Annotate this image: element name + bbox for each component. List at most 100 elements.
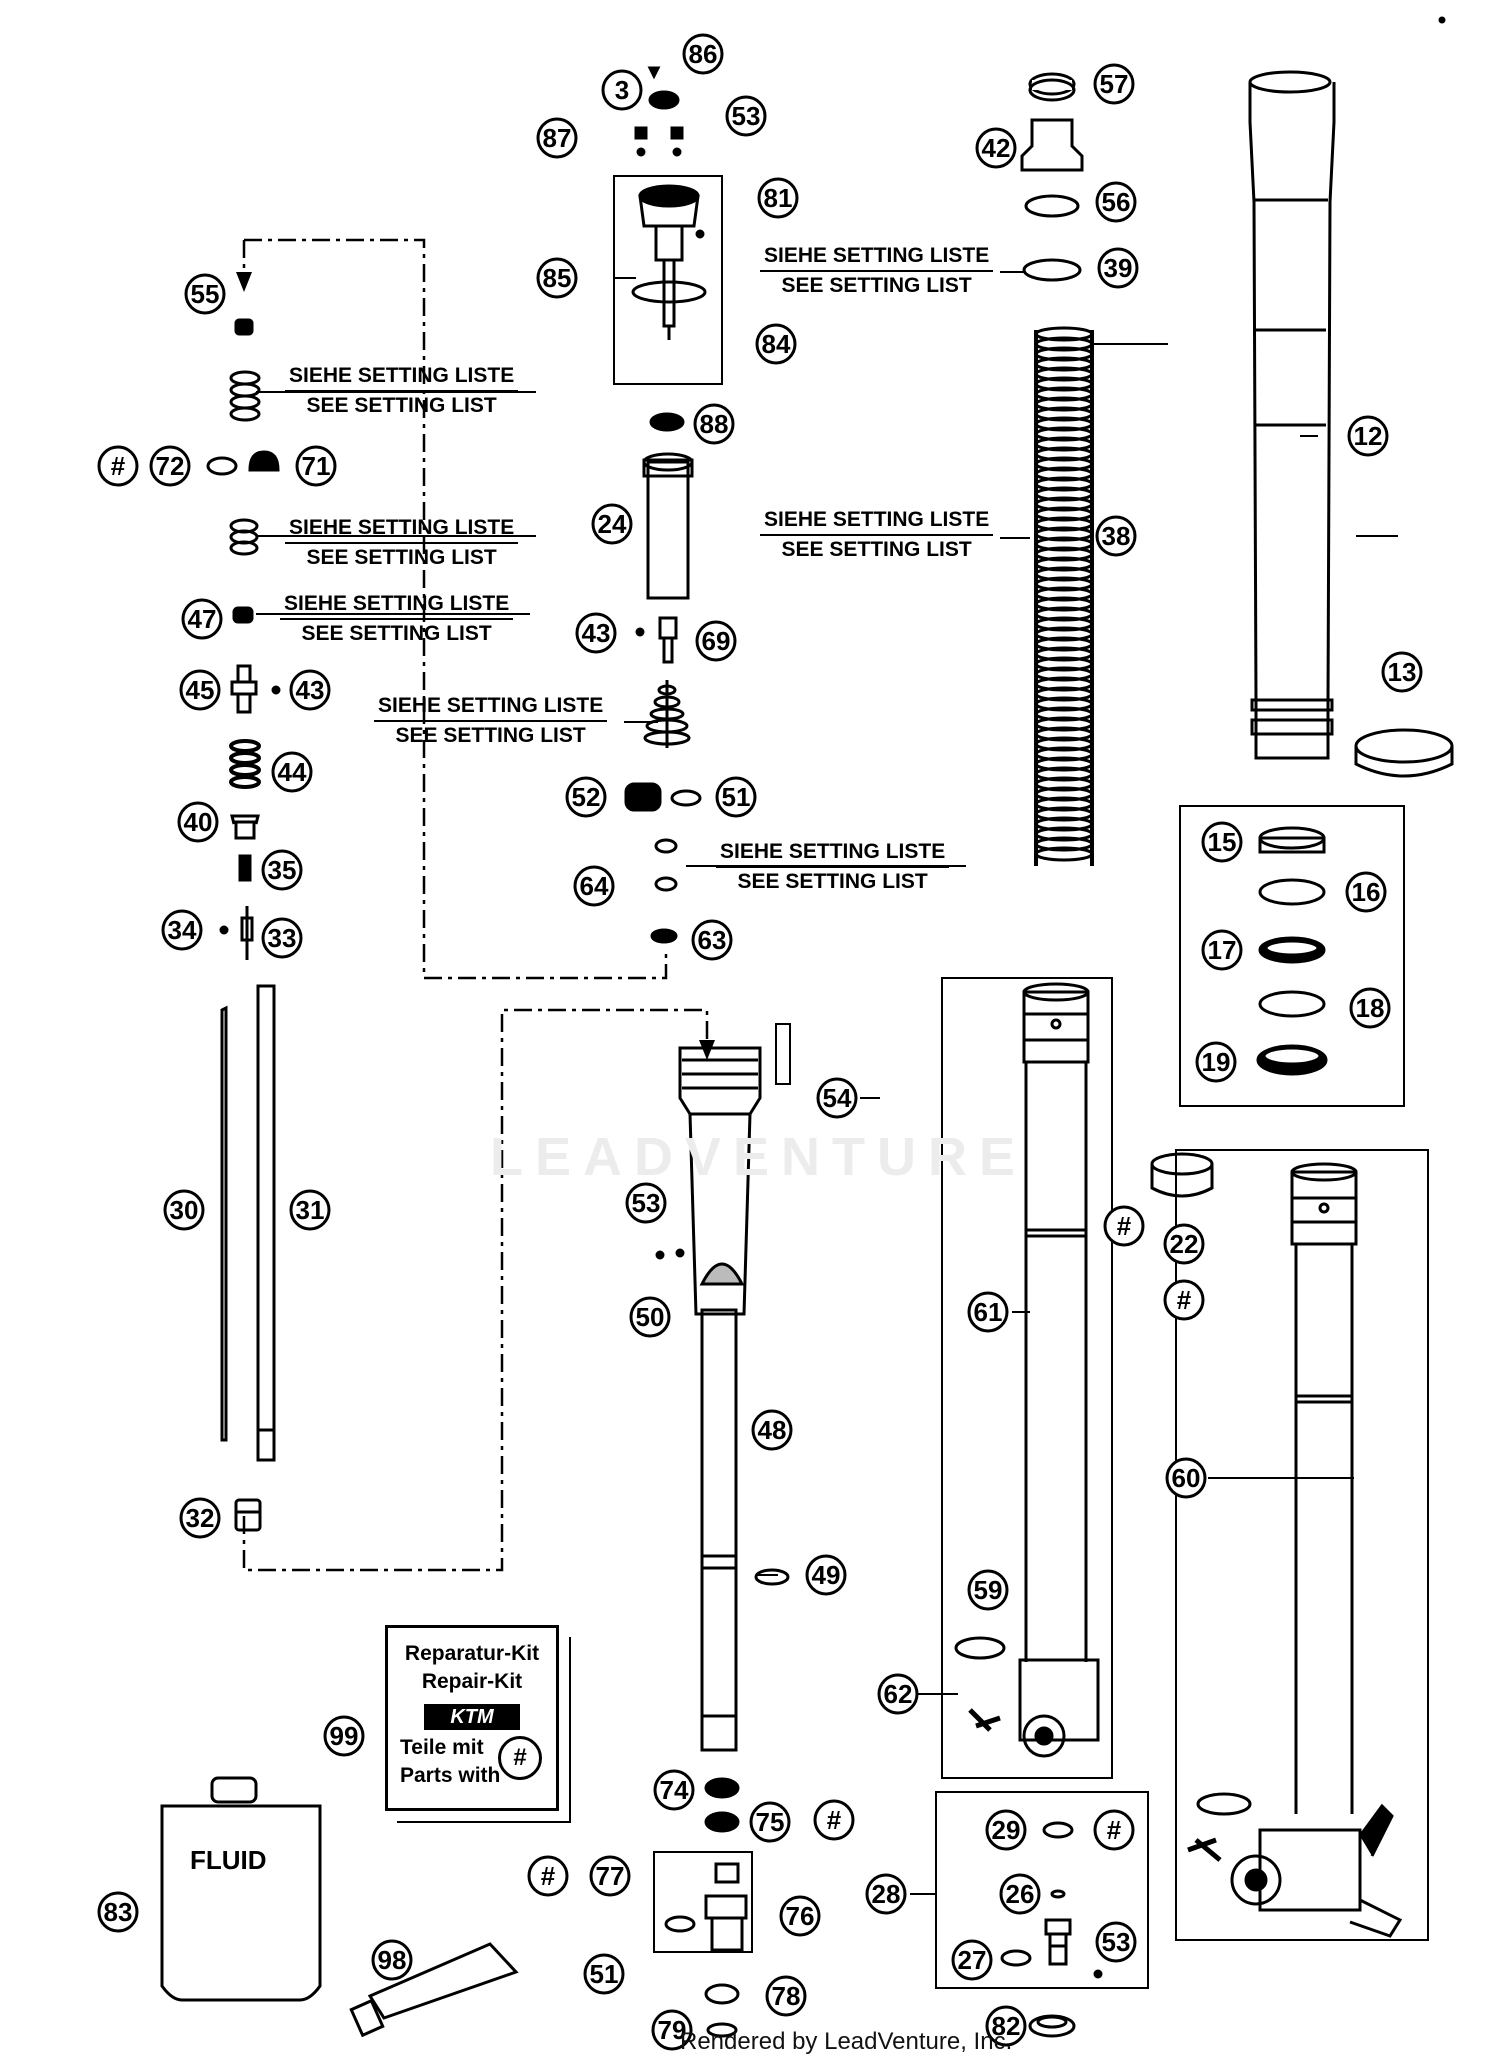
callout-74: 74 (653, 1769, 695, 1811)
callout-61: 61 (967, 1291, 1009, 1333)
callout-number: # (111, 451, 126, 481)
callout-30: 30 (163, 1189, 205, 1231)
callout-88: 88 (693, 403, 735, 445)
callout-number: 53 (1102, 1927, 1131, 1957)
callout-number: 64 (580, 871, 609, 901)
callout-number: 49 (812, 1560, 841, 1590)
callout-number: 75 (756, 1807, 785, 1837)
callout-leaders (614, 277, 1398, 1895)
callout-number: 54 (823, 1083, 852, 1113)
callout-60: 60 (1165, 1457, 1207, 1499)
callout-22: 22 (1163, 1223, 1205, 1265)
callout-56: 56 (1095, 181, 1137, 223)
callout-number: 31 (296, 1195, 325, 1225)
callout-number: 56 (1102, 187, 1131, 217)
callout-99: 99 (323, 1715, 365, 1757)
callout-16: 16 (1345, 871, 1387, 913)
callout-84: 84 (755, 323, 797, 365)
callout-number: 3 (615, 75, 629, 105)
footer-credit: Rendered by LeadVenture, Inc. (680, 2028, 1013, 2055)
callout-29: 29 (985, 1809, 1027, 1851)
callout-17: 17 (1201, 929, 1243, 971)
callout-number: 74 (660, 1775, 689, 1805)
callout-55: 55 (184, 273, 226, 315)
callout-31: 31 (289, 1189, 331, 1231)
callout-number: 84 (762, 329, 791, 359)
callout-33: 33 (261, 917, 303, 959)
outer-tube (1248, 70, 1454, 778)
callout-53: 53 (725, 95, 767, 137)
callout-51: 51 (715, 776, 757, 818)
callout-3: 3 (601, 69, 643, 111)
top-cap-parts (1020, 72, 1084, 282)
left-valve-stack (206, 318, 281, 1532)
callout-52: 52 (565, 776, 607, 818)
bushings (1256, 826, 1328, 1076)
callout-76: 76 (779, 1895, 821, 1937)
callout-number: 32 (186, 1503, 215, 1533)
callout-number: 30 (170, 1195, 199, 1225)
callout-number: 53 (632, 1188, 661, 1218)
callout-32: 32 (179, 1497, 221, 1539)
callout-12: 12 (1347, 415, 1389, 457)
callout-44: 44 (271, 751, 313, 793)
callout-number: 43 (296, 675, 325, 705)
callout-#: # (1163, 1279, 1205, 1321)
callout-number: 39 (1104, 253, 1133, 283)
compression-adjuster (1000, 1821, 1103, 2038)
callout-number: 24 (598, 509, 627, 539)
callout-50: 50 (629, 1296, 671, 1338)
callout-47: 47 (181, 598, 223, 640)
callout-57: 57 (1093, 63, 1135, 105)
callout-number: 45 (186, 675, 215, 705)
callout-38: 38 (1095, 515, 1137, 557)
callout-number: 40 (184, 807, 213, 837)
callout-number: 82 (992, 2011, 1021, 2041)
callout-number: # (541, 1861, 556, 1891)
grease-tube (349, 1942, 519, 2038)
fluid-label: FLUID (190, 1845, 267, 1875)
callout-75: 75 (749, 1801, 791, 1843)
kit-line-4: Parts with (400, 1764, 501, 1787)
callout-number: 81 (764, 183, 793, 213)
callout-number: 87 (543, 123, 572, 153)
callout-number: 42 (982, 133, 1011, 163)
callout-number: 28 (872, 1879, 901, 1909)
callout-number: # (827, 1805, 842, 1835)
callout-54: 54 (816, 1077, 858, 1119)
callout-72: 72 (149, 445, 191, 487)
cap-assembly (613, 66, 723, 944)
callout-49: 49 (805, 1554, 847, 1596)
callout-71: 71 (295, 445, 337, 487)
callout-15: 15 (1201, 821, 1243, 863)
callout-43: 43 (575, 612, 617, 654)
base-valve (653, 1777, 753, 2038)
callout-86: 86 (682, 33, 724, 75)
callout-53: 53 (1095, 1921, 1137, 1963)
callout-number: 99 (330, 1721, 359, 1751)
callout-number: 79 (658, 2015, 687, 2045)
callout-number: 27 (958, 1945, 987, 1975)
callout-42: 42 (975, 127, 1017, 169)
callout-number: 47 (188, 604, 217, 634)
ktm-logo: KTM (424, 1704, 520, 1730)
callout-number: 76 (786, 1901, 815, 1931)
callout-79: 79 (651, 2009, 693, 2051)
callout-number: 83 (104, 1897, 133, 1927)
callout-#: # (813, 1799, 855, 1841)
callout-number: 61 (974, 1297, 1003, 1327)
callout-40: 40 (177, 801, 219, 843)
callout-98: 98 (371, 1939, 413, 1981)
callout-#: # (527, 1855, 569, 1897)
callout-63: 63 (691, 919, 733, 961)
callout-number: 18 (1356, 993, 1385, 1023)
callout-number: 85 (543, 263, 572, 293)
callout-number: 63 (698, 925, 727, 955)
callout-39: 39 (1097, 247, 1139, 289)
callout-81: 81 (757, 177, 799, 219)
callout-number: # (1177, 1285, 1192, 1315)
